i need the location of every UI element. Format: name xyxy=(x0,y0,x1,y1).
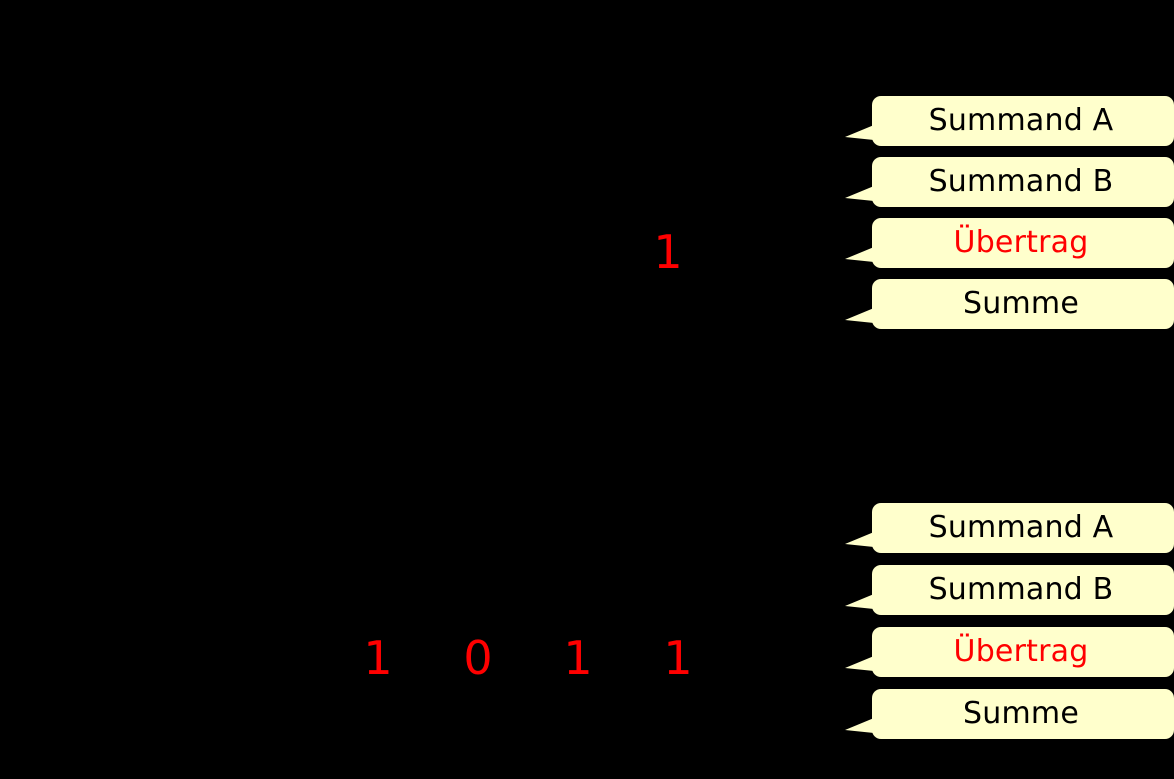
callout-label: Übertrag xyxy=(953,225,1089,260)
callout-tail-icon xyxy=(845,121,875,141)
callout-label: Summand A xyxy=(928,510,1114,545)
callout-tail-icon xyxy=(845,590,875,610)
callout-bottom-2[interactable]: Summand B xyxy=(845,565,1174,615)
carry-row-top: 1 xyxy=(0,228,1174,276)
callout-body: Übertrag xyxy=(872,218,1174,268)
callout-body: Übertrag xyxy=(872,627,1174,677)
callout-body: Summe xyxy=(872,689,1174,739)
callout-tail-icon xyxy=(845,243,875,263)
callout-label: Summe xyxy=(963,696,1079,731)
callout-label: Summand B xyxy=(928,572,1114,607)
carry-digit: 1 xyxy=(663,631,693,685)
callout-top-3[interactable]: Übertrag xyxy=(845,218,1174,268)
callout-bottom-3[interactable]: Übertrag xyxy=(845,627,1174,677)
callout-body: Summand B xyxy=(872,157,1174,207)
callout-tail-icon xyxy=(845,528,875,548)
callout-body: Summand A xyxy=(872,503,1174,553)
callout-top-1[interactable]: Summand A xyxy=(845,96,1174,146)
callout-label: Summand B xyxy=(928,164,1114,199)
callout-label: Summand A xyxy=(928,103,1114,138)
callout-tail-icon xyxy=(845,304,875,324)
carry-digit: 0 xyxy=(463,631,493,685)
callout-body: Summe xyxy=(872,279,1174,329)
callout-tail-icon xyxy=(845,652,875,672)
callout-top-2[interactable]: Summand B xyxy=(845,157,1174,207)
carry-digit: 1 xyxy=(363,631,393,685)
callout-bottom-1[interactable]: Summand A xyxy=(845,503,1174,553)
callout-label: Übertrag xyxy=(953,634,1089,669)
carry-row-bottom: 1 0 1 1 xyxy=(0,634,1174,682)
callout-tail-icon xyxy=(845,714,875,734)
callout-body: Summand B xyxy=(872,565,1174,615)
callout-top-4[interactable]: Summe xyxy=(845,279,1174,329)
callout-body: Summand A xyxy=(872,96,1174,146)
carry-digit: 1 xyxy=(653,225,683,279)
callout-bottom-4[interactable]: Summe xyxy=(845,689,1174,739)
carry-digit: 1 xyxy=(563,631,593,685)
callout-tail-icon xyxy=(845,182,875,202)
callout-label: Summe xyxy=(963,286,1079,321)
